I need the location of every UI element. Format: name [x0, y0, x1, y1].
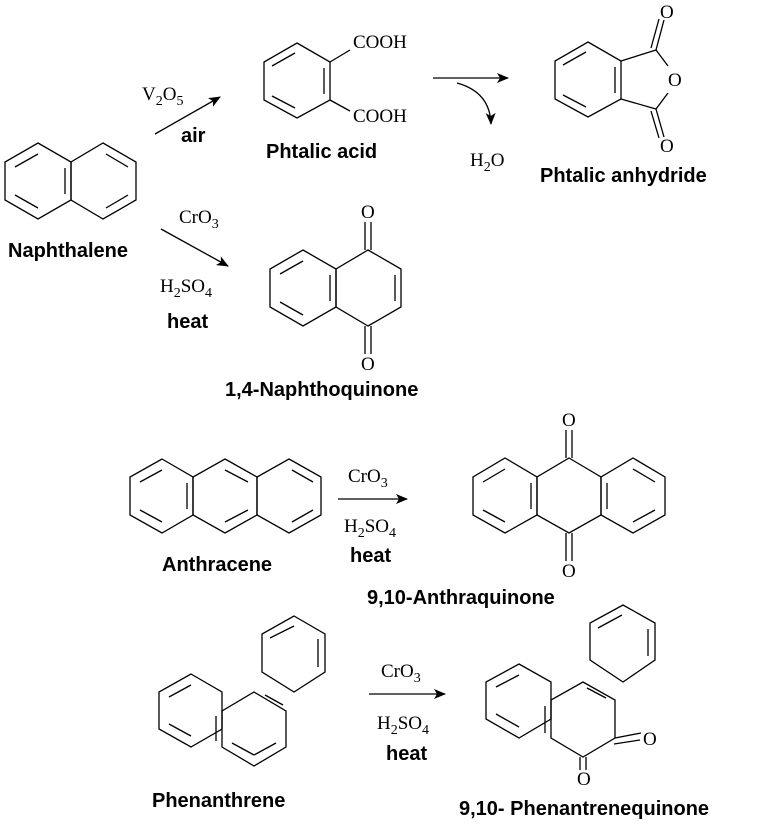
phenanthrenequinone-label: 9,10- Phenantrenequinone: [459, 798, 709, 820]
reagent-cro3: CrO3: [179, 207, 219, 232]
reagent-cro3: CrO3: [348, 466, 388, 491]
naphthoquinone-structure: [269, 222, 402, 354]
phenanthrenequinone-structure: [485, 604, 656, 770]
phthalic-anhydride-structure: [554, 18, 669, 139]
reagent-air: air: [181, 125, 206, 147]
anthraquinone-label: 9,10-Anthraquinone: [367, 587, 555, 609]
condition-heat: heat: [386, 743, 427, 765]
reagent-h2so4: H2SO4: [344, 516, 396, 541]
byproduct-water: H2O: [470, 150, 504, 175]
quinone-oxygen-bottom: O: [577, 769, 591, 790]
carbonyl-oxygen-top: O: [660, 2, 674, 23]
naphthalene-label: Naphthalene: [8, 240, 128, 262]
condition-heat: heat: [350, 545, 391, 567]
phthalic-acid-structure: [263, 42, 351, 119]
anthracene-label: Anthracene: [162, 554, 272, 576]
quinone-oxygen-right: O: [643, 729, 657, 750]
carbonyl-oxygen-bottom: O: [660, 136, 674, 157]
reaction-arrow-oxidation-air: [154, 96, 221, 135]
phenanthrene-label: Phenanthrene: [152, 790, 285, 812]
quinone-oxygen-top: O: [361, 202, 375, 223]
reagent-h2so4: H2SO4: [160, 276, 212, 301]
anthraquinone-structure: [472, 430, 666, 561]
phthalic-anhydride-label: Phtalic anhydride: [540, 165, 707, 187]
anthracene-structure: [129, 458, 322, 534]
quinone-oxygen-bottom: O: [562, 561, 576, 582]
phthalic-acid-label: Phtalic acid: [266, 141, 377, 163]
quinone-oxygen-bottom: O: [361, 354, 375, 375]
naphthalene-structure: [4, 142, 137, 220]
phenanthrene-structure: [158, 615, 326, 767]
reagent-v2o5: V2O5: [142, 84, 183, 109]
reaction-arrow-naphthoquinone: [160, 228, 229, 267]
quinone-oxygen-top: O: [562, 410, 576, 431]
carboxyl-group-bottom: COOH: [353, 106, 407, 127]
reagent-h2so4: H2SO4: [377, 713, 429, 738]
water-loss-arrow: [456, 82, 496, 125]
condition-heat: heat: [167, 311, 208, 333]
ring-oxygen: O: [668, 70, 682, 91]
carboxyl-group-top: COOH: [353, 32, 407, 53]
naphthoquinone-label: 1,4-Naphthoquinone: [225, 379, 418, 401]
reagent-cro3: CrO3: [381, 661, 421, 686]
